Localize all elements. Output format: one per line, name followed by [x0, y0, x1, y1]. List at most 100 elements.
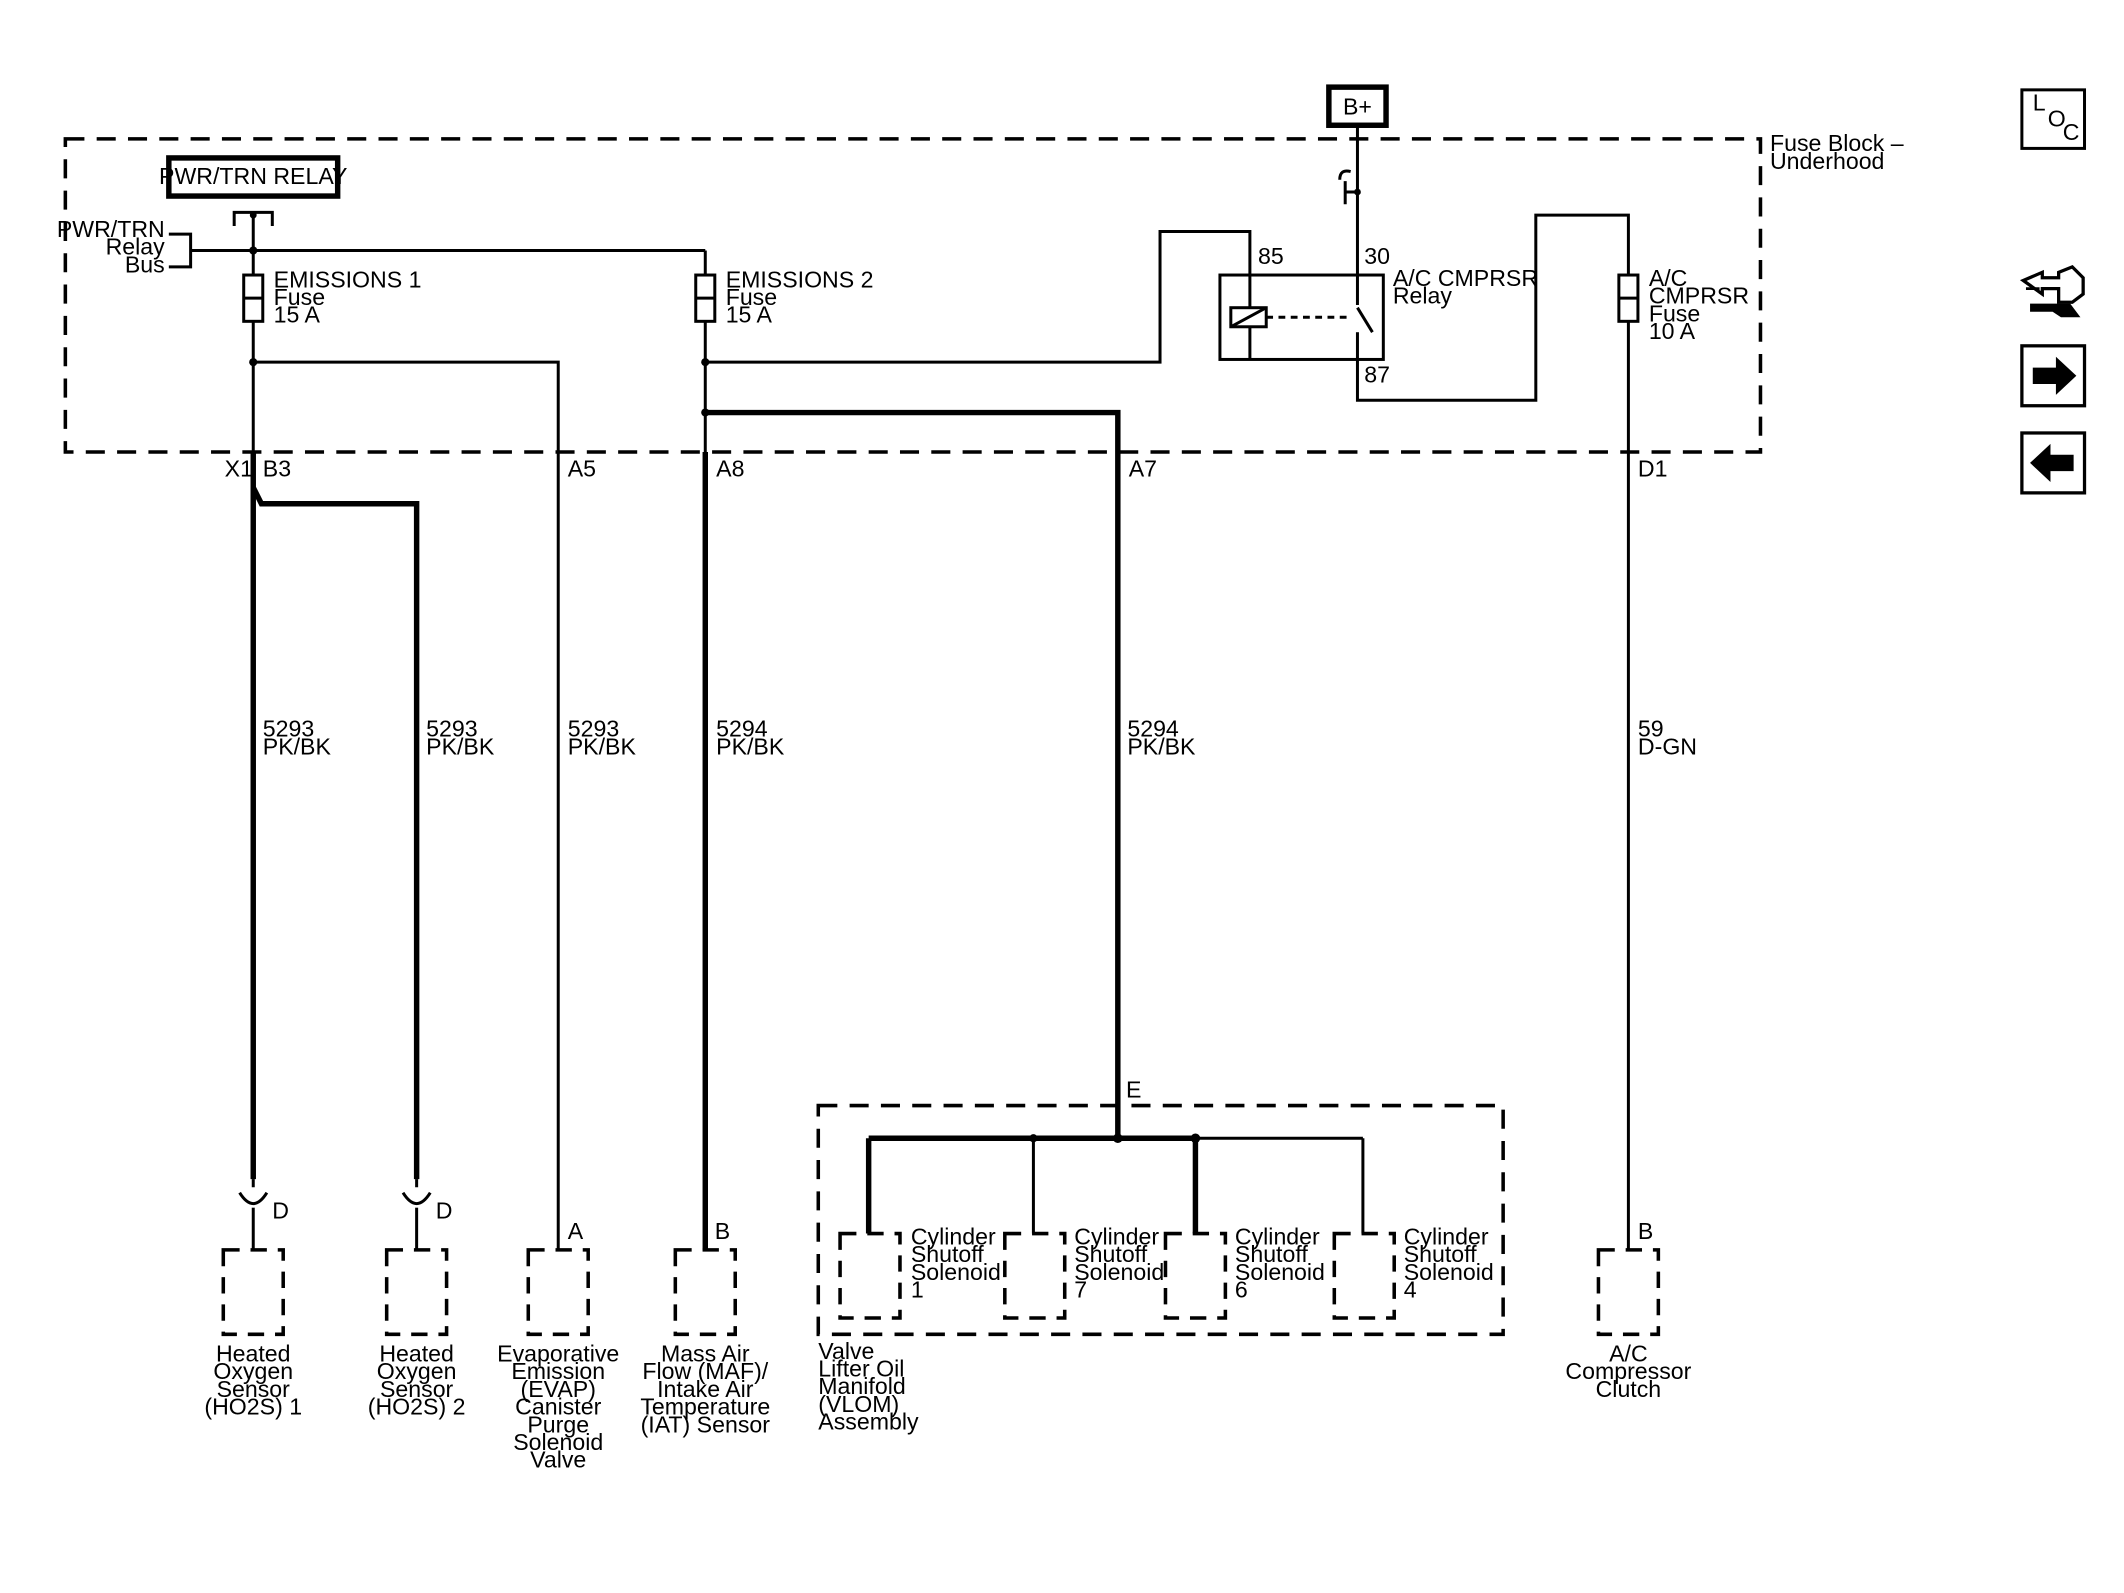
svg-text:Clutch: Clutch	[1596, 1376, 1662, 1402]
svg-text:Intake Air: Intake Air	[657, 1376, 754, 1402]
connector-d1: D1	[1638, 456, 1668, 482]
svg-text:4: 4	[1404, 1277, 1417, 1303]
wire1-color: PK/BK	[263, 733, 332, 759]
svg-text:Shutoff: Shutoff	[1235, 1241, 1308, 1267]
maf-label: Mass Air Flow (MAF)/ Intake Air Temperat…	[640, 1341, 770, 1438]
ho2s1-component	[221, 1248, 285, 1337]
fuse-block-outline	[63, 137, 1763, 454]
connector-a8: A8	[716, 456, 744, 482]
ho2s2-component	[384, 1248, 449, 1337]
evap-component	[526, 1248, 590, 1337]
ho2s2-connector	[401, 1191, 432, 1206]
svg-text:Solenoid: Solenoid	[1074, 1259, 1164, 1285]
wire5-color: PK/BK	[1127, 733, 1196, 759]
ac-relay-label-2: Relay	[1393, 283, 1453, 309]
em1-type: Fuse	[274, 284, 325, 310]
svg-text:Canister: Canister	[515, 1394, 601, 1420]
solenoid-6-label: Cylinder Shutoff Solenoid 6	[1235, 1223, 1325, 1302]
battery-positive-label: B+	[1343, 93, 1372, 119]
svg-text:Compressor: Compressor	[1565, 1358, 1691, 1384]
previous-page-button[interactable]	[2020, 431, 2087, 495]
wire6-num: 59	[1638, 716, 1664, 742]
connector-x1: X1	[225, 456, 253, 482]
wire-5293-ho2s2	[250, 486, 420, 1180]
svg-text:Cylinder: Cylinder	[1074, 1223, 1159, 1249]
svg-text:(EVAP): (EVAP)	[521, 1376, 596, 1402]
svg-text:Manifold: Manifold	[818, 1373, 905, 1399]
ho2s2-label: Heated Oxygen Sensor (HO2S) 2	[368, 1341, 466, 1420]
relay-bus-label-2: Relay	[106, 234, 166, 260]
wire3-color: PK/BK	[568, 733, 637, 759]
svg-text:(HO2S) 2: (HO2S) 2	[368, 1394, 466, 1420]
svg-text:Assembly: Assembly	[818, 1409, 919, 1435]
loc-letter-o: O	[2048, 106, 2066, 132]
vlom-connector-e: E	[1126, 1076, 1141, 1102]
svg-text:Shutoff: Shutoff	[911, 1241, 984, 1267]
svg-text:Solenoid: Solenoid	[1404, 1259, 1494, 1285]
loc-letter-l: L	[2033, 89, 2046, 115]
em1-name: EMISSIONS 1	[274, 266, 422, 292]
ac-fuse-label-2: CMPRSR	[1649, 283, 1749, 309]
wire2-num: 5293	[426, 716, 477, 742]
wire4-color: PK/BK	[716, 733, 785, 759]
ac-clutch-label: A/C Compressor Clutch	[1565, 1341, 1691, 1402]
svg-text:Valve: Valve	[818, 1338, 874, 1364]
solenoid-7-label: Cylinder Shutoff Solenoid 7	[1074, 1223, 1164, 1302]
wire3-num: 5293	[568, 716, 619, 742]
svg-text:A/C: A/C	[1609, 1341, 1648, 1367]
vlom-label: Valve Lifter Oil Manifold (VLOM) Assembl…	[818, 1338, 919, 1435]
location-button[interactable]: L O C	[2020, 88, 2087, 150]
connector-a5: A5	[568, 456, 596, 482]
svg-text:Purge: Purge	[527, 1411, 589, 1437]
connector-end-view-icon[interactable]	[2019, 264, 2085, 318]
vlom-assembly-outline	[816, 1103, 1505, 1337]
arrow-left-icon	[2030, 443, 2074, 482]
svg-text:Heated: Heated	[379, 1341, 454, 1367]
svg-text:Sensor: Sensor	[380, 1376, 454, 1402]
ac-clutch-pin: B	[1638, 1218, 1653, 1244]
solenoid-6	[1163, 1231, 1228, 1320]
em2-name: EMISSIONS 2	[726, 266, 874, 292]
pin-87: 87	[1364, 362, 1390, 388]
wire4-num: 5294	[716, 716, 768, 742]
svg-text:Shutoff: Shutoff	[1074, 1241, 1147, 1267]
pwr-trn-relay-label: PWR/TRN RELAY	[159, 163, 347, 189]
pwr-trn-relay-box	[166, 155, 341, 199]
next-page-button[interactable]	[2020, 344, 2087, 408]
svg-text:Heated: Heated	[216, 1341, 291, 1367]
evap-label: Evaporative Emission (EVAP) Canister Pur…	[497, 1341, 619, 1473]
svg-text:Emission: Emission	[511, 1358, 605, 1384]
relay-bus-label-1: PWR/TRN	[57, 216, 165, 242]
em1-rating: 15 A	[274, 302, 321, 328]
svg-text:(HO2S) 1: (HO2S) 1	[204, 1394, 302, 1420]
solenoid-1	[838, 1231, 902, 1320]
ac-compressor-relay	[1218, 273, 1385, 361]
solenoid-7	[1003, 1231, 1067, 1320]
connector-b3: B3	[263, 456, 291, 482]
svg-text:Oxygen: Oxygen	[377, 1358, 457, 1384]
maf-component	[673, 1248, 738, 1337]
relay-bus-label-3: Bus	[125, 251, 165, 277]
solenoid-1-label: Cylinder Shutoff Solenoid 1	[911, 1223, 1001, 1302]
svg-text:Cylinder: Cylinder	[911, 1223, 996, 1249]
svg-text:Solenoid: Solenoid	[513, 1429, 603, 1455]
fuse-block-label-2: Underhood	[1770, 148, 1884, 174]
pin-30: 30	[1364, 243, 1390, 269]
svg-text:Temperature: Temperature	[640, 1394, 770, 1420]
svg-text:1: 1	[911, 1277, 924, 1303]
svg-text:Cylinder: Cylinder	[1404, 1223, 1489, 1249]
svg-text:Solenoid: Solenoid	[1235, 1259, 1325, 1285]
ac-relay-label-1: A/C CMPRSR	[1393, 265, 1538, 291]
svg-text:7: 7	[1074, 1277, 1087, 1303]
svg-text:Cylinder: Cylinder	[1235, 1223, 1320, 1249]
ac-fuse-label-4: 10 A	[1649, 318, 1696, 344]
loc-letter-c: C	[2063, 119, 2080, 145]
fuse-block-label-1: Fuse Block –	[1770, 130, 1904, 156]
maf-pin: B	[715, 1218, 730, 1244]
svg-text:Oxygen: Oxygen	[213, 1358, 293, 1384]
bplus-connector	[1338, 169, 1358, 205]
ho2s1-pin: D	[272, 1198, 289, 1224]
pin-85: 85	[1258, 243, 1284, 269]
svg-text:Shutoff: Shutoff	[1404, 1241, 1477, 1267]
